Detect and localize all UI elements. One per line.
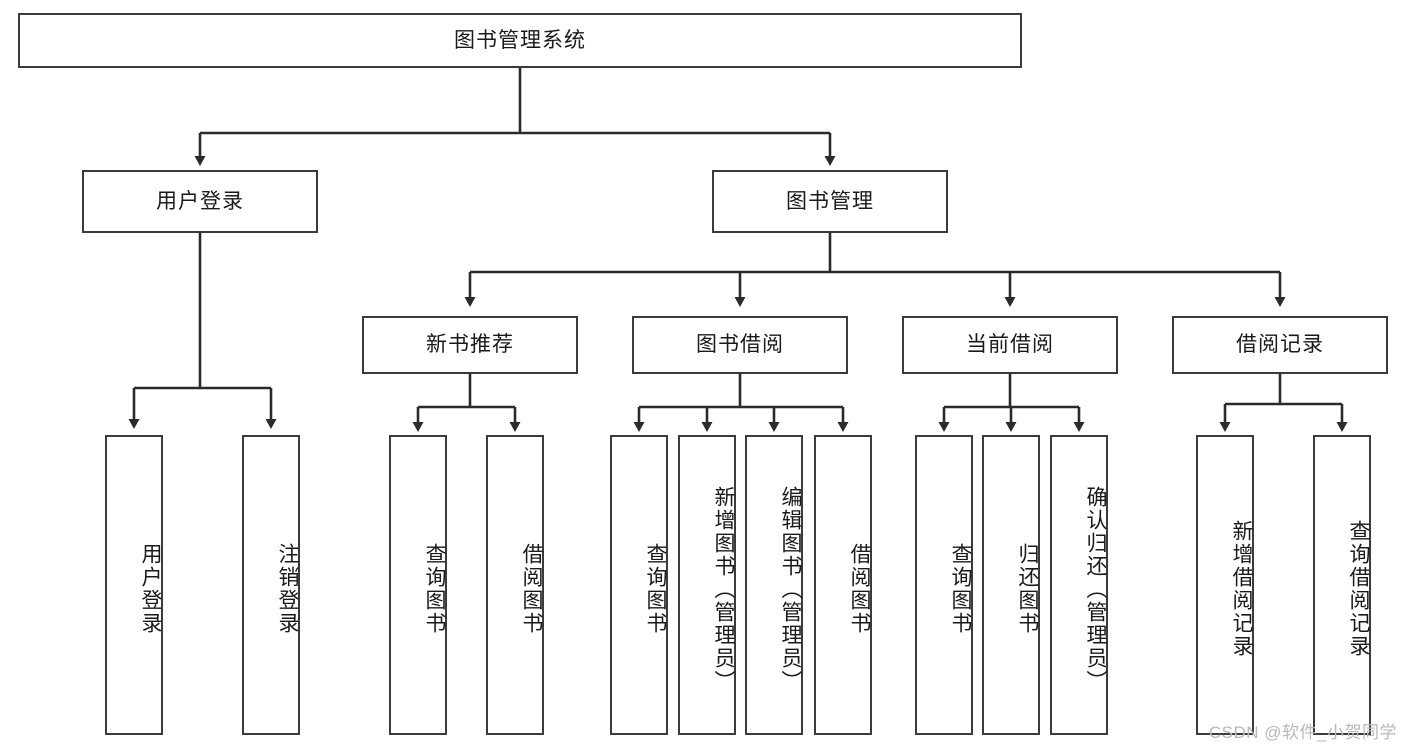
node-label: 查询图书 [644, 543, 667, 635]
node-leaf-query-book-current[interactable]: 查询图书 [915, 435, 973, 735]
node-leaf-user-login[interactable]: 用户登录 [105, 435, 163, 735]
node-label: 注销登录 [276, 543, 299, 635]
node-borrow-record[interactable]: 借阅记录 [1172, 316, 1388, 374]
node-book-management[interactable]: 图书管理 [712, 170, 948, 233]
node-leaf-query-book-recommend[interactable]: 查询图书 [389, 435, 447, 735]
node-label: 用户登录 [156, 189, 244, 213]
node-user-login[interactable]: 用户登录 [82, 170, 318, 233]
node-label: 编辑图书（管理员） [779, 485, 802, 693]
node-label: 用户登录 [139, 543, 162, 635]
node-leaf-confirm-return-admin[interactable]: 确认归还（管理员） [1050, 435, 1108, 735]
node-leaf-return-book[interactable]: 归还图书 [982, 435, 1040, 735]
node-label: 借阅图书 [520, 543, 543, 635]
node-book-borrow[interactable]: 图书借阅 [632, 316, 848, 374]
watermark-text: CSDN @软件_小贺同学 [1208, 723, 1397, 742]
node-root-book-management-system[interactable]: 图书管理系统 [18, 13, 1022, 68]
node-leaf-edit-book-admin[interactable]: 编辑图书（管理员） [745, 435, 803, 735]
node-label: 图书管理系统 [454, 28, 586, 52]
node-label: 查询借阅记录 [1347, 520, 1370, 658]
node-leaf-query-book-borrow[interactable]: 查询图书 [610, 435, 668, 735]
node-leaf-query-borrow-record[interactable]: 查询借阅记录 [1313, 435, 1371, 735]
node-label: 查询图书 [423, 543, 446, 635]
node-label: 图书管理 [786, 189, 874, 213]
node-label: 归还图书 [1016, 543, 1039, 635]
node-label: 新增图书（管理员） [712, 485, 735, 693]
node-label: 图书借阅 [696, 333, 784, 357]
node-label: 查询图书 [949, 543, 972, 635]
node-label: 当前借阅 [966, 333, 1054, 357]
node-label: 借阅图书 [848, 543, 871, 635]
node-leaf-add-borrow-record[interactable]: 新增借阅记录 [1196, 435, 1254, 735]
node-label: 确认归还（管理员） [1084, 485, 1107, 693]
node-leaf-add-book-admin[interactable]: 新增图书（管理员） [678, 435, 736, 735]
node-current-borrow[interactable]: 当前借阅 [902, 316, 1118, 374]
node-leaf-logout[interactable]: 注销登录 [242, 435, 300, 735]
node-new-book-recommend[interactable]: 新书推荐 [362, 316, 578, 374]
node-label: 借阅记录 [1236, 333, 1324, 357]
node-leaf-borrow-book-recommend[interactable]: 借阅图书 [486, 435, 544, 735]
node-label: 新书推荐 [426, 333, 514, 357]
node-leaf-borrow-book[interactable]: 借阅图书 [814, 435, 872, 735]
node-label: 新增借阅记录 [1230, 520, 1253, 658]
